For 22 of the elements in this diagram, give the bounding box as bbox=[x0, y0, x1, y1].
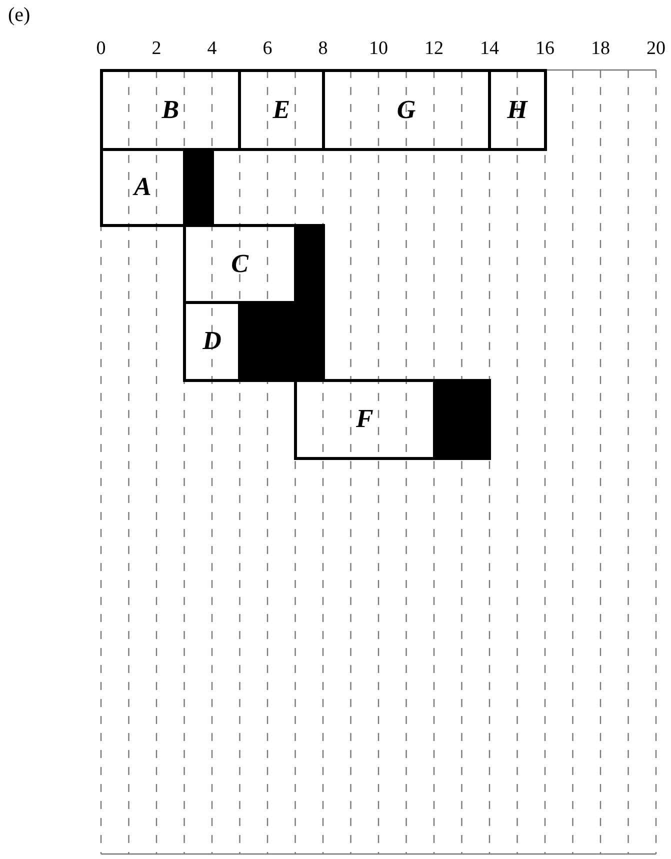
task-bar bbox=[238, 68, 324, 150]
panel-label: (e) bbox=[8, 4, 30, 27]
axis-tick-label: 0 bbox=[96, 38, 106, 60]
task-bar bbox=[488, 68, 546, 150]
task-label: A bbox=[134, 174, 152, 200]
axis-tick-label: 8 bbox=[318, 38, 328, 60]
axis-tick-label: 14 bbox=[480, 38, 499, 60]
task-label: G bbox=[396, 96, 416, 122]
axis-tick-label: 20 bbox=[646, 38, 666, 60]
task-label: B bbox=[162, 96, 180, 122]
task-label: D bbox=[202, 328, 222, 354]
axis-tick-label: 10 bbox=[369, 38, 388, 60]
task-label: C bbox=[231, 250, 248, 276]
task-label: H bbox=[507, 96, 528, 122]
axis-tick-label: 16 bbox=[536, 38, 554, 60]
axis-tick-label: 18 bbox=[591, 38, 610, 60]
task-label: E bbox=[272, 96, 290, 122]
task-label: F bbox=[356, 406, 374, 432]
axis-tick-label: 2 bbox=[152, 38, 162, 60]
axis-tick-label: 6 bbox=[262, 38, 272, 60]
axis-tick-label: 12 bbox=[424, 38, 444, 60]
axis-tick-label: 4 bbox=[207, 38, 217, 60]
